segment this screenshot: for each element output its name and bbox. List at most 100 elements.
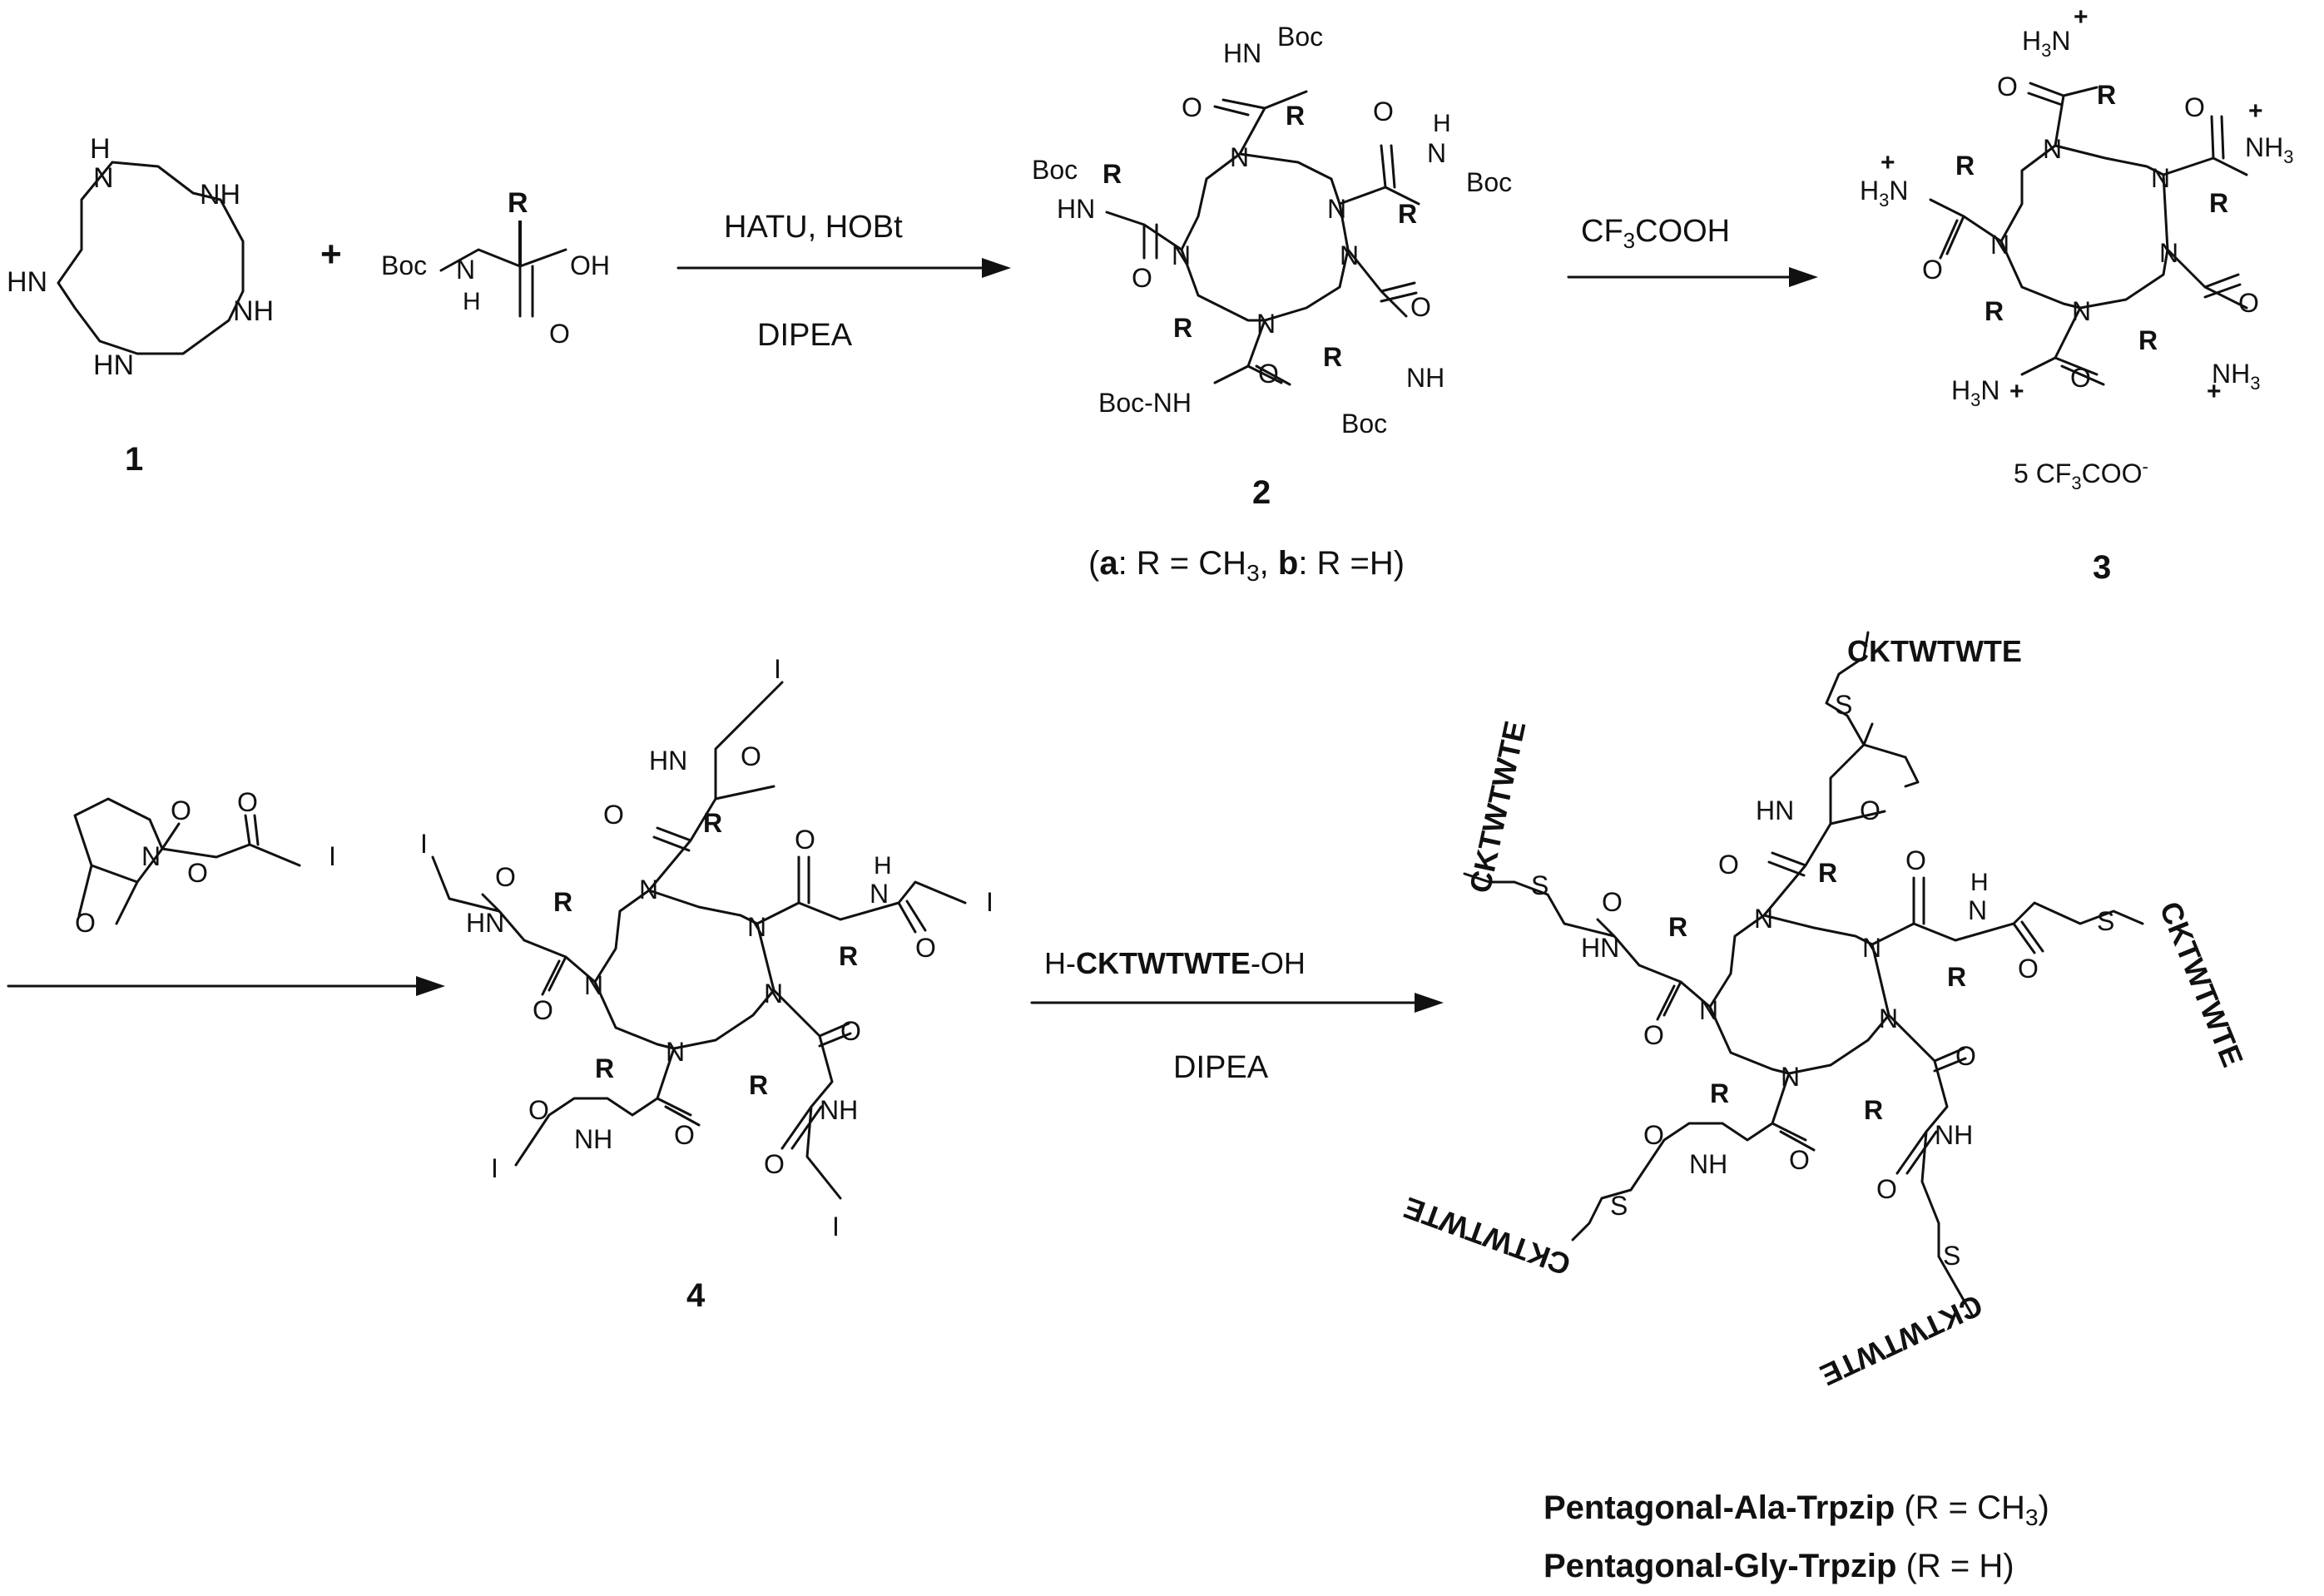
atom-boc-2b: Boc (1466, 167, 1512, 197)
atom-r-2a: R (1286, 101, 1305, 131)
atom-o-br-acyl: O (1876, 1174, 1897, 1204)
atom-n-nhs: N (141, 841, 161, 871)
arrow-step-2 (1567, 267, 1818, 287)
atom-n-4d: N (666, 1037, 685, 1067)
atom-n-pa: N (1754, 904, 1773, 934)
atom-o-4e-acyl: O (764, 1149, 785, 1179)
atom-n-3b: N (2151, 163, 2170, 193)
atom-boc-aa: Boc (381, 250, 427, 280)
atom-hn-2a: HN (1223, 38, 1261, 68)
atom-o-4a-acyl: O (741, 741, 761, 771)
final-product-structure: CKTWTWTE S O HN O R N N O H N R O S CKTW… (1399, 631, 2251, 1393)
atom-n-4e: N (764, 979, 783, 1009)
atom-n-2b: N (1327, 194, 1346, 224)
atom-n-pd: N (1781, 1062, 1800, 1092)
atom-o-4c-acyl: O (495, 862, 516, 892)
compound-2-structure: HN Boc O R N N O H N Boc R Boc R HN O N … (1032, 22, 1512, 439)
atom-o-2c: O (1132, 263, 1152, 293)
atom-s-right: S (2097, 906, 2114, 936)
atom-o-left-acyl: O (1602, 887, 1623, 917)
atom-r-4d: R (595, 1053, 614, 1083)
compound-3-structure: H3N + O R N N O NH3 + R H3N + R O N N R … (1860, 3, 2293, 410)
product-gly-label: Pentagonal-Gly-Trpzip (R = H) (1544, 1548, 2014, 1584)
atom-nh-aa: N (456, 255, 475, 285)
atom-n-4b: N (747, 912, 766, 942)
atom-r-br: R (1864, 1095, 1883, 1125)
atom-boc-2c: Boc (1032, 155, 1078, 185)
atom-o-nhs-carbonyl: O (237, 787, 258, 817)
atom-o-4d: O (674, 1120, 695, 1150)
atom-o-4e: O (840, 1016, 861, 1046)
atom-o-3b: O (2184, 92, 2205, 122)
atom-o-4d-acyl: O (528, 1095, 549, 1125)
atom-i-4e: I (832, 1212, 840, 1242)
atom-o-nhs-bottom: O (75, 908, 96, 938)
atom-n-pe: N (1879, 1004, 1898, 1033)
atom-o-4b: O (795, 825, 815, 855)
atom-r-3d: R (1985, 296, 2004, 326)
atom-o-bl: O (1789, 1145, 1810, 1175)
atom-n-2e: N (1340, 240, 1359, 270)
atom-o-2d: O (1258, 359, 1279, 389)
atom-hn-2c: HN (1057, 194, 1095, 224)
atom-nh-4d: NH (574, 1124, 612, 1154)
atom-o-3e: O (2238, 288, 2259, 318)
compound-4-label: 4 (686, 1277, 706, 1314)
atom-hn-4a: HN (649, 746, 687, 776)
atom-o-top-acyl: O (1860, 796, 1881, 825)
atom-o-4b-acyl: O (915, 933, 936, 963)
peptide-right: CKTWTWTE (2153, 897, 2251, 1072)
atom-nh-bl: NH (1689, 1149, 1727, 1179)
atom-r-3c: R (1955, 151, 1975, 181)
reagent-peptide: H-CKTWTWTE-OH (1044, 946, 1306, 980)
atom-i-4b: I (986, 887, 994, 917)
atom-n-3c: N (1990, 230, 2009, 260)
compound-1-structure: H N NH HN NH HN (7, 133, 274, 381)
reagent-tfa: CF3COOH (1581, 214, 1730, 253)
atom-i-4a: I (774, 654, 781, 684)
reagent-dipea-1: DIPEA (757, 318, 853, 353)
atom-o-3d: O (2070, 363, 2091, 393)
atom-o-4c: O (533, 995, 553, 1025)
atom-o-2a: O (1182, 92, 1202, 122)
atom-i-4d: I (491, 1153, 498, 1183)
atom-h-aa: H (463, 288, 481, 315)
atom-hn-left: HN (1581, 933, 1619, 963)
atom-n-2b-nh: N (1427, 138, 1446, 168)
atom-o-3a: O (1997, 72, 2018, 102)
atom-h-4b: H (874, 852, 892, 880)
atom-oh-aa: OH (570, 250, 610, 280)
atom-r-top: R (1818, 858, 1837, 888)
atom-s-left: S (1531, 870, 1549, 900)
atom-o-nhs-top: O (171, 796, 191, 825)
plus-sign: + (320, 234, 342, 275)
atom-hn-top: HN (1756, 796, 1794, 825)
atom-o-aa: O (549, 319, 570, 349)
atom-o-br: O (1955, 1041, 1976, 1071)
atom-r-3a: R (2097, 80, 2116, 110)
atom-h-right: H (1970, 869, 1989, 896)
atom-r-2b: R (1398, 199, 1417, 229)
atom-hn-3: HN (7, 266, 47, 298)
atom-r-4c: R (553, 887, 572, 917)
peptide-bottom-left: CKTWTWTE (1399, 1191, 1574, 1282)
atom-n-1: N (93, 162, 114, 194)
arrow-step-3 (7, 976, 445, 996)
atom-o-2b: O (1373, 97, 1394, 126)
atom-o-right: O (1905, 845, 1926, 875)
compound-1-label: 1 (125, 441, 143, 478)
atom-n-2a: N (1230, 142, 1249, 172)
atom-n-pb: N (1862, 933, 1881, 963)
atom-r-4e: R (749, 1070, 768, 1100)
atom-h-2b: H (1433, 110, 1451, 137)
product-ala-label: Pentagonal-Ala-Trpzip (R = CH3) (1544, 1489, 2049, 1530)
reagent-dipea-2: DIPEA (1173, 1050, 1269, 1085)
atom-n-3e: N (2159, 238, 2178, 268)
compound-4-structure: I HN O O R N N O H N R O I I O HN R O N … (420, 654, 994, 1242)
peptide-top: CKTWTWTE (1847, 634, 2022, 668)
atom-r-left: R (1668, 912, 1687, 942)
reagent-hatu-hobt: HATU, HOBt (724, 210, 903, 245)
peptide-left: CKTWTWTE (1463, 718, 1533, 896)
atom-n-2d: N (1256, 309, 1276, 339)
